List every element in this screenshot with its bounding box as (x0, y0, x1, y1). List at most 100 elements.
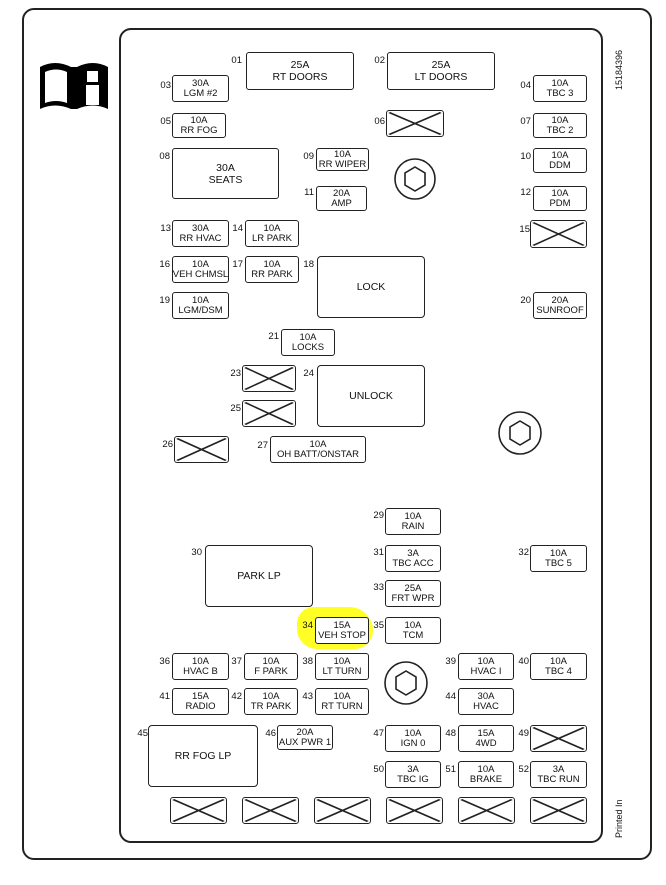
fuse-circuit-name: TBC ACC (392, 557, 434, 569)
fuse-circuit-name: RAIN (401, 520, 425, 532)
printed-in-text: Printed In (614, 799, 624, 838)
mounting-bolt-lower (383, 660, 429, 706)
diagram-outer-frame (22, 8, 652, 860)
fuse-amperage: 30A (192, 222, 209, 234)
fuse-circuit-name: PDM (549, 197, 571, 209)
fuse-number-label: 24 (303, 368, 314, 379)
blank-fuse-slot (242, 797, 299, 824)
fuse-amperage: 25A (431, 59, 451, 71)
fuse-amperage: 10A (262, 655, 280, 667)
fuse-circuit-name: 4WD (475, 737, 497, 749)
fuse-amperage: 10A (550, 655, 567, 667)
blank-fuse-slot (530, 220, 587, 248)
fuse-circuit-name: HVAC I (470, 665, 502, 677)
fuse-number-label: 38 (302, 656, 313, 667)
fuse-circuit-name: FRT WPR (391, 592, 435, 604)
fuse-circuit-name: RT DOORS (272, 71, 328, 83)
fuse-circuit-name: RR PARK (251, 268, 293, 280)
fuse-number-label: 07 (520, 116, 531, 127)
fuse-number-label: 41 (159, 691, 170, 702)
fuse-number-label: 49 (518, 728, 529, 739)
fuse-circuit-name: IGN 0 (400, 737, 426, 749)
fuse-circuit-name: TBC 4 (545, 665, 572, 677)
fuse-amperage: 10A (404, 727, 422, 739)
fuse-circuit-name: VEH STOP (318, 629, 366, 641)
fuse-amperage: 10A (404, 510, 422, 522)
fuse-number-label: 20 (520, 295, 531, 306)
fuse-circuit-name: HVAC B (183, 665, 218, 677)
part-number-label: 15184396 (612, 30, 628, 100)
fuse-circuit-name: LR PARK (252, 232, 292, 244)
manual-info-icon (37, 57, 111, 112)
fuse-amperage: 20A (551, 294, 569, 306)
fuse-amperage: 10A (299, 331, 317, 343)
fuse-number-label: 02 (374, 55, 385, 66)
blank-fuse-slot (386, 110, 444, 137)
blank-fuse-slot (530, 725, 587, 752)
fuse-number-label: 12 (520, 187, 531, 198)
fuse-amperage: 10A (477, 763, 495, 775)
relay-45: RR FOG LP (148, 725, 258, 787)
fuse-number-label: 14 (232, 223, 243, 234)
fuse-number-label: 42 (231, 691, 242, 702)
fuse-number-label: 43 (302, 691, 313, 702)
fuse-amperage: 10A (404, 619, 422, 631)
fuse-circuit-name: TBC IG (397, 773, 429, 785)
printed-in-label: Printed In (612, 790, 628, 840)
blank-fuse-slot (530, 797, 587, 824)
fuse-number-label: 08 (159, 151, 170, 162)
fuse-circuit-name: RR FOG (180, 124, 218, 136)
fuse-circuit-name: TBC 3 (546, 87, 574, 99)
fuse-number-label: 44 (445, 691, 456, 702)
fuse-circuit-name: TR PARK (250, 700, 292, 712)
fuse-number-label: 31 (373, 547, 384, 558)
blank-fuse-slot (170, 797, 227, 824)
fuse-amperage: 10A (333, 655, 351, 667)
part-number-text: 15184396 (614, 49, 624, 90)
blank-fuse-slot (242, 400, 296, 427)
fuse-amperage: 15A (333, 619, 351, 631)
fuse-number-label: 13 (160, 223, 171, 234)
relay-24: UNLOCK (317, 365, 425, 427)
blank-fuse-slot (458, 797, 515, 824)
fuse-circuit-name: SUNROOF (536, 304, 584, 316)
mounting-bolt-right (497, 410, 543, 456)
fuse-circuit-name: UNLOCK (349, 390, 393, 402)
fuse-amperage: 10A (551, 114, 569, 126)
fuse-amperage: 10A (334, 148, 351, 160)
fuse-amperage: 10A (192, 294, 209, 306)
fuse-number-label: 29 (373, 510, 384, 521)
fuse-number-label: 48 (445, 728, 456, 739)
fuse-circuit-name: LGM #2 (183, 87, 218, 99)
fuse-number-label: 19 (159, 295, 170, 306)
fuse-circuit-name: LGM/DSM (178, 304, 223, 316)
fuse-amperage: 10A (333, 690, 351, 702)
fuse-amperage: 10A (477, 655, 495, 667)
fuse-number-label: 52 (518, 764, 529, 775)
fuse-number-label: 37 (231, 656, 242, 667)
fuse-number-label: 15 (519, 224, 530, 235)
fuse-circuit-name: LT TURN (322, 665, 362, 677)
